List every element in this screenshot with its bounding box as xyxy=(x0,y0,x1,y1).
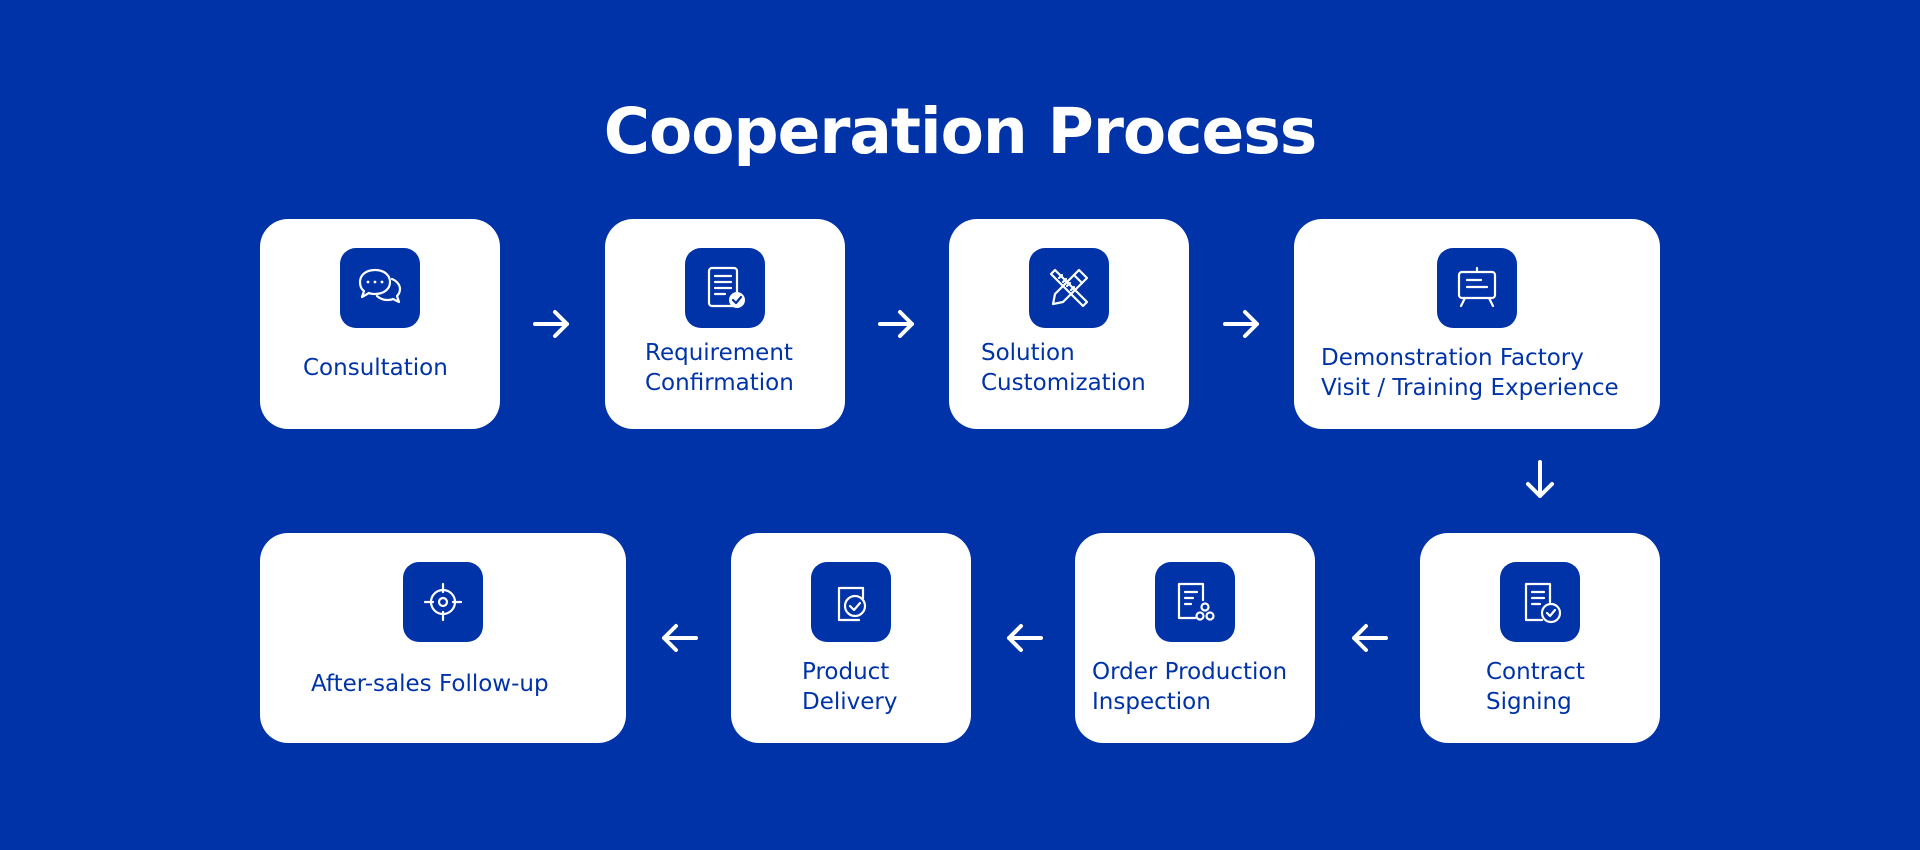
page-title: Cooperation Process xyxy=(603,95,1318,168)
step-label-contract-signing: Contract Signing xyxy=(1486,659,1585,715)
step-card-order-production-inspection: Order Production Inspection xyxy=(1075,533,1315,743)
step-label-demonstration-factory-visit: Demonstration Factory Visit / Training E… xyxy=(1321,345,1619,401)
arrow-left-icon xyxy=(1002,616,1046,660)
target-icon xyxy=(403,562,483,642)
step-label-consultation: Consultation xyxy=(303,355,448,381)
step-label-requirement-confirmation: Requirement Confirmation xyxy=(645,340,794,396)
arrow-left-icon xyxy=(1347,616,1391,660)
step-label-product-delivery: Product Delivery xyxy=(802,659,898,715)
contract-check-icon xyxy=(1500,562,1580,642)
step-label-order-production-inspection: Order Production Inspection xyxy=(1092,659,1288,715)
step-label-after-sales-follow-up: After-sales Follow-up xyxy=(311,671,549,697)
order-inspection-icon xyxy=(1155,562,1235,642)
step-card-consultation: Consultation xyxy=(260,219,500,429)
step-card-requirement-confirmation: Requirement Confirmation xyxy=(605,219,845,429)
step-label-solution-customization: Solution Customization xyxy=(981,340,1146,396)
pencil-ruler-icon xyxy=(1029,248,1109,328)
arrow-right-icon xyxy=(875,302,919,346)
step-card-solution-customization: Solution Customization xyxy=(949,219,1189,429)
arrow-left-icon xyxy=(657,616,701,660)
arrow-right-icon xyxy=(1220,302,1264,346)
step-card-after-sales-follow-up: After-sales Follow-up xyxy=(260,533,626,743)
step-card-product-delivery: Product Delivery xyxy=(731,533,971,743)
arrow-right-icon xyxy=(530,302,574,346)
presentation-board-icon xyxy=(1437,248,1517,328)
arrow-down-icon xyxy=(1518,458,1562,502)
checklist-icon xyxy=(685,248,765,328)
step-card-contract-signing: Contract Signing xyxy=(1420,533,1660,743)
chat-bubbles-icon xyxy=(340,248,420,328)
step-card-demonstration-factory-visit: Demonstration Factory Visit / Training E… xyxy=(1294,219,1660,429)
delivery-check-icon xyxy=(811,562,891,642)
